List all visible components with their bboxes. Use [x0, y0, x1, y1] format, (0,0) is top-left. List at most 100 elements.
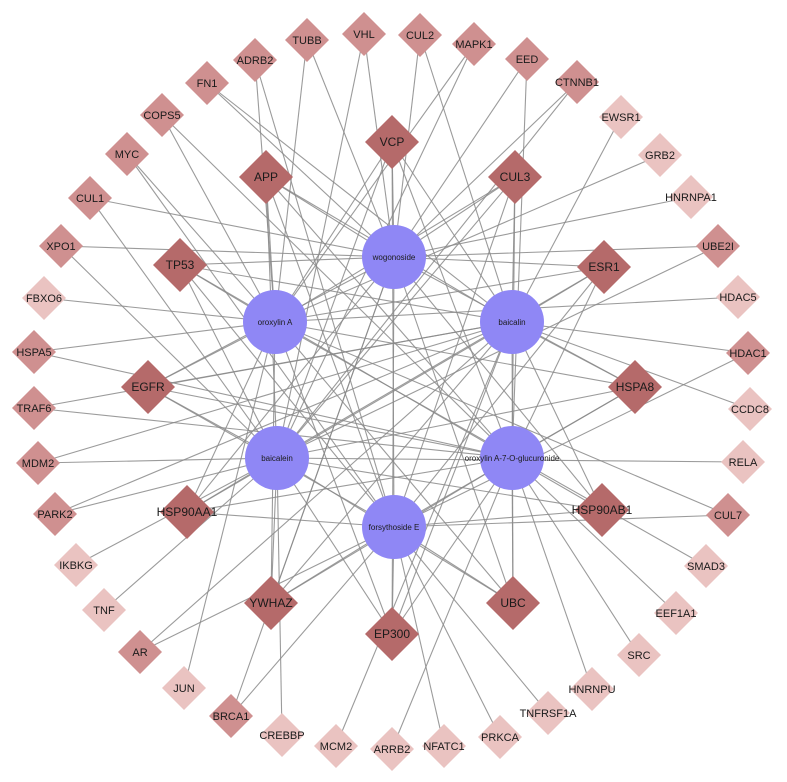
- target-diamond-shape: [365, 115, 419, 169]
- target-label: EP300: [374, 627, 410, 641]
- target-node-mcm2[interactable]: MCM2: [314, 724, 358, 768]
- target-node-crebbp[interactable]: CREBBP: [259, 713, 305, 757]
- target-node-cul7[interactable]: CUL7: [706, 493, 750, 537]
- target-node-ubc[interactable]: UBC: [486, 576, 540, 630]
- edge-oroxylin_a_7_o_glucuronide-EGFR: [147, 386, 513, 459]
- target-diamond-shape: [422, 724, 466, 768]
- target-node-prkca[interactable]: PRKCA: [478, 715, 522, 759]
- compound-circle-shape: [480, 426, 544, 490]
- target-diamond-shape: [121, 360, 175, 414]
- target-node-adrb2[interactable]: ADRB2: [233, 38, 277, 82]
- edge-baicalin-VCP: [391, 141, 513, 323]
- target-node-src[interactable]: SRC: [617, 633, 661, 677]
- target-diamond-shape: [33, 492, 77, 536]
- target-node-hspa5[interactable]: HSPA5: [12, 330, 56, 374]
- edge-wogonoside-TUBB: [306, 39, 395, 258]
- target-node-ctnnb1[interactable]: CTNNB1: [555, 60, 599, 104]
- target-diamond-shape: [617, 633, 661, 677]
- target-node-mapk1[interactable]: MAPK1: [452, 22, 496, 66]
- target-node-hnrnpu[interactable]: HNRNPU: [568, 667, 616, 711]
- target-node-ccdc8[interactable]: CCDC8: [728, 387, 772, 431]
- target-node-hdac5[interactable]: HDAC5: [716, 275, 760, 319]
- target-node-hspa8[interactable]: HSPA8: [608, 360, 662, 414]
- edge-oroxylin_a_7_o_glucuronide-HNRNPU: [511, 457, 593, 690]
- target-diamond-shape: [233, 38, 277, 82]
- target-node-esr1[interactable]: ESR1: [577, 240, 631, 294]
- target-diamond-shape: [478, 715, 522, 759]
- edge-wogonoside-TP53: [179, 256, 395, 266]
- target-node-xpo1[interactable]: XPO1: [39, 224, 83, 268]
- compound-node-forsythoside-e[interactable]: forsythoside E: [362, 495, 426, 559]
- compound-node-wogonoside[interactable]: wogonoside: [362, 225, 426, 289]
- edge-forsythoside_e-VCP: [391, 141, 395, 528]
- target-node-hsp90aa1[interactable]: HSP90AA1: [157, 485, 218, 539]
- target-node-traf6[interactable]: TRAF6: [12, 386, 56, 430]
- target-node-grb2[interactable]: GRB2: [638, 133, 682, 177]
- compound-node-oroxylin-a-7-o-glucuronide[interactable]: oroxylin A-7-O-glucuronide: [465, 426, 560, 490]
- target-node-smad3[interactable]: SMAD3: [684, 544, 728, 588]
- edge-wogonoside-UBE2I: [393, 245, 719, 258]
- target-node-vhl[interactable]: VHL: [342, 12, 386, 56]
- target-node-nfatc1[interactable]: NFATC1: [422, 724, 466, 768]
- target-node-tnfrsf1a[interactable]: TNFRSF1A: [520, 691, 578, 735]
- target-node-fbxo6[interactable]: FBXO6: [22, 276, 66, 320]
- edge-forsythoside_e-PRKCA: [393, 526, 501, 738]
- target-node-vcp[interactable]: VCP: [365, 115, 419, 169]
- target-label: UBC: [500, 596, 526, 610]
- target-label: EWSR1: [601, 112, 640, 124]
- edge-forsythoside_e-TNFRSF1A: [393, 526, 549, 714]
- compound-node-baicalein[interactable]: baicalein: [245, 426, 309, 490]
- edge-baicalein-PARK2: [54, 457, 278, 515]
- target-node-egfr[interactable]: EGFR: [121, 360, 175, 414]
- target-node-eef1a1[interactable]: EEF1A1: [654, 591, 698, 635]
- target-label: XPO1: [46, 241, 75, 253]
- target-node-myc[interactable]: MYC: [105, 132, 149, 176]
- target-node-ewsr1[interactable]: EWSR1: [599, 95, 643, 139]
- edge-forsythoside_e-APP: [265, 176, 395, 528]
- target-diamond-shape: [726, 331, 770, 375]
- target-node-arrb2[interactable]: ARRB2: [370, 727, 414, 771]
- target-diamond-shape: [570, 667, 614, 711]
- target-node-ar[interactable]: AR: [118, 630, 162, 674]
- compound-node-baicalin[interactable]: baicalin: [480, 290, 544, 354]
- target-node-cul3[interactable]: CUL3: [488, 150, 542, 204]
- target-label: MCM2: [320, 741, 352, 753]
- target-node-ube2i[interactable]: UBE2I: [696, 224, 740, 268]
- target-node-hsp90ab1[interactable]: HSP90AB1: [572, 483, 633, 537]
- target-label: HSPA8: [616, 380, 655, 394]
- target-node-ep300[interactable]: EP300: [365, 607, 419, 661]
- target-node-eed[interactable]: EED: [505, 37, 549, 81]
- target-node-cul1[interactable]: CUL1: [68, 176, 112, 220]
- target-node-tp53[interactable]: TP53: [153, 238, 207, 292]
- target-diamond-shape: [209, 694, 253, 738]
- edge-baicalin-CUL2: [419, 34, 513, 323]
- target-node-rela[interactable]: RELA: [721, 440, 765, 484]
- target-node-ikbkg[interactable]: IKBKG: [54, 543, 98, 587]
- target-label: VCP: [380, 135, 405, 149]
- target-node-hdac1[interactable]: HDAC1: [726, 331, 770, 375]
- target-node-fn1[interactable]: FN1: [185, 61, 229, 105]
- edge-wogonoside-FN1: [206, 82, 395, 258]
- target-node-jun[interactable]: JUN: [162, 666, 206, 710]
- edge-baicalin-FN1: [206, 82, 513, 323]
- target-node-tnf[interactable]: TNF: [82, 588, 126, 632]
- target-node-hnrnpa1[interactable]: HNRNPA1: [665, 175, 717, 219]
- target-diamond-shape: [577, 240, 631, 294]
- target-diamond-shape: [118, 630, 162, 674]
- target-label: EEF1A1: [656, 608, 697, 620]
- edge-forsythoside_e-NFATC1: [393, 526, 445, 747]
- target-node-ywhaz[interactable]: YWHAZ: [244, 576, 298, 630]
- target-node-tubb[interactable]: TUBB: [285, 18, 329, 62]
- target-label: TRAF6: [17, 403, 52, 415]
- target-node-park2[interactable]: PARK2: [33, 492, 77, 536]
- target-node-cul2[interactable]: CUL2: [398, 13, 442, 57]
- target-node-cops5[interactable]: COPS5: [140, 93, 184, 137]
- target-diamond-shape: [721, 440, 765, 484]
- target-label: YWHAZ: [249, 596, 292, 610]
- compound-node-oroxylin-a[interactable]: oroxylin A: [243, 290, 307, 354]
- target-diamond-shape: [260, 713, 304, 757]
- target-node-mdm2[interactable]: MDM2: [16, 441, 60, 485]
- target-node-app[interactable]: APP: [239, 150, 293, 204]
- target-node-brca1[interactable]: BRCA1: [209, 694, 253, 738]
